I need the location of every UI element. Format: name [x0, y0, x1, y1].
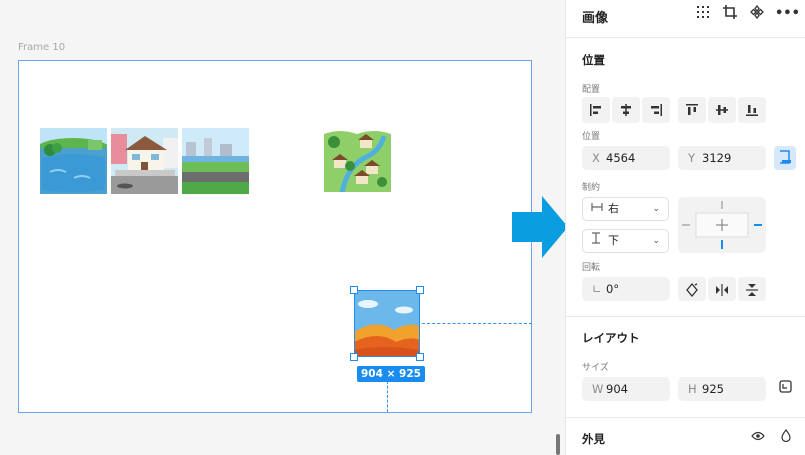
angle-icon: ∟ — [592, 282, 602, 296]
divider — [566, 316, 805, 317]
flip-horizontal-icon[interactable] — [708, 277, 736, 301]
vertical-constraint-icon — [591, 230, 601, 252]
image-house[interactable] — [111, 128, 178, 194]
size-badge: 904 × 925 — [357, 366, 425, 382]
divider — [566, 417, 805, 418]
constraint-vertical-select[interactable]: 下 ⌄ — [582, 229, 669, 253]
components-icon[interactable] — [748, 4, 766, 23]
eye-icon[interactable] — [749, 429, 767, 447]
rotation-value: 0° — [606, 282, 620, 296]
properties-panel: 画像 ••• 位置 配置 位置 X 4564 Y — [565, 0, 805, 455]
position-label: 位置 — [582, 132, 601, 142]
constraints-widget[interactable] — [678, 197, 766, 253]
selection-outline — [354, 290, 420, 357]
panel-title: 画像 — [582, 11, 609, 26]
horizontal-constraint-icon — [591, 198, 603, 220]
resize-to-fit-icon[interactable] — [776, 380, 794, 398]
arrow-right-icon — [512, 196, 568, 258]
constraint-horizontal-select[interactable]: 右 ⌄ — [582, 197, 669, 221]
rotate-icon[interactable] — [678, 277, 706, 301]
image-pond[interactable] — [40, 128, 107, 194]
chevron-down-icon: ⌄ — [652, 204, 660, 214]
frame-label[interactable]: Frame 10 — [18, 42, 66, 53]
align-bottom-button[interactable] — [738, 97, 766, 123]
align-center-v-button[interactable] — [708, 97, 736, 123]
distance-guide-right — [422, 323, 532, 324]
size-label: サイズ — [582, 363, 609, 373]
x-value: 4564 — [606, 151, 636, 165]
absolute-position-button[interactable] — [774, 146, 796, 170]
align-top-button[interactable] — [678, 97, 706, 123]
resize-handle-bottom-left[interactable] — [350, 353, 358, 361]
w-value: 904 — [606, 382, 628, 396]
align-right-button[interactable] — [642, 97, 670, 123]
section-title-layout: レイアウト — [582, 331, 640, 345]
height-field[interactable]: H 925 — [678, 377, 766, 401]
distance-guide-bottom — [387, 381, 388, 412]
h-value: 925 — [702, 382, 724, 396]
x-field[interactable]: X 4564 — [582, 146, 670, 170]
chevron-down-icon: ⌄ — [652, 236, 660, 246]
image-village[interactable] — [324, 126, 391, 192]
constraint-horizontal-value: 右 — [608, 202, 619, 215]
width-field[interactable]: W 904 — [582, 377, 670, 401]
h-prefix: H — [688, 382, 697, 396]
y-prefix: Y — [688, 151, 696, 165]
resize-handle-bottom-right[interactable] — [416, 353, 424, 361]
align-left-button[interactable] — [582, 97, 610, 123]
canvas[interactable]: Frame 10 — [0, 0, 565, 455]
flip-vertical-icon[interactable] — [738, 277, 766, 301]
rotation-field[interactable]: ∟ 0° — [582, 277, 670, 301]
grid-icon[interactable] — [694, 5, 712, 23]
y-value: 3129 — [702, 151, 732, 165]
align-center-h-button[interactable] — [612, 97, 640, 123]
align-label: 配置 — [582, 85, 601, 95]
vertical-scrollbar[interactable] — [556, 434, 560, 455]
resize-handle-top-left[interactable] — [350, 286, 358, 294]
opacity-drop-icon[interactable] — [777, 429, 795, 447]
w-prefix: W — [592, 382, 604, 396]
rotation-label: 回転 — [582, 263, 601, 273]
section-title-appearance: 外見 — [582, 432, 605, 446]
section-title-position: 位置 — [582, 53, 605, 67]
resize-handle-top-right[interactable] — [416, 286, 424, 294]
constraints-label: 制約 — [582, 183, 601, 193]
crop-icon[interactable] — [721, 5, 739, 23]
constraint-vertical-value: 下 — [608, 234, 619, 247]
frame[interactable] — [18, 60, 532, 413]
x-prefix: X — [592, 151, 600, 165]
selected-image[interactable] — [354, 290, 420, 357]
y-field[interactable]: Y 3129 — [678, 146, 766, 170]
image-riverside[interactable] — [182, 128, 249, 194]
more-icon[interactable]: ••• — [775, 6, 800, 21]
divider — [566, 37, 805, 38]
